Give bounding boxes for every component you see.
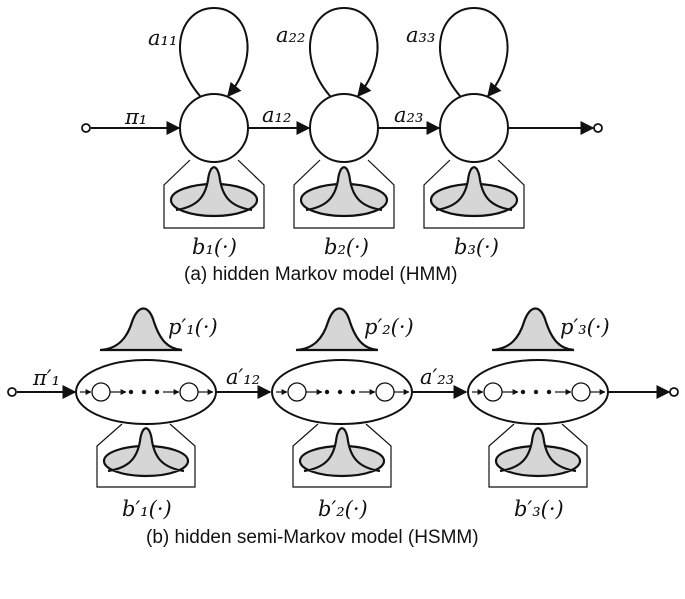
hmm-state-3	[439, 93, 509, 163]
hmm-state-1	[179, 93, 249, 163]
hmm-self-loop-label-2: a₂₂	[276, 23, 305, 47]
hmm-initial-prob-label: π₁	[124, 105, 147, 129]
hsmm-duration-dist-1	[99, 307, 183, 352]
hsmm-state-2	[271, 359, 413, 425]
hmm-entry-terminal	[81, 123, 91, 133]
hsmm-exit-terminal	[669, 387, 679, 397]
hmm-emission-3	[423, 159, 525, 229]
hsmm-emission-3	[488, 423, 588, 488]
hmm-state-2	[309, 93, 379, 163]
hsmm-initial-prob-label: π′₁	[32, 366, 60, 390]
hsmm-duration-label-1: p′₁(·)	[168, 315, 218, 339]
hmm-self-loop-2	[309, 6, 379, 98]
hmm-emission-1	[163, 159, 265, 229]
hmm-transition-label-2-3: a₂₃	[394, 103, 423, 127]
hsmm-duration-label-3: p′₃(·)	[560, 315, 610, 339]
hsmm-emission-label-2: b′₂(·)	[318, 497, 368, 521]
hsmm-duration-label-2: p′₂(·)	[364, 315, 414, 339]
hmm-emission-label-1: b₁(·)	[192, 235, 237, 259]
hsmm-emission-2	[292, 423, 392, 488]
hmm-emission-label-2: b₂(·)	[324, 235, 369, 259]
hmm-exit-terminal	[593, 123, 603, 133]
hsmm-duration-dist-2	[295, 307, 379, 352]
hmm-self-loop-label-3: a₃₃	[406, 23, 435, 47]
hsmm-emission-label-1: b′₁(·)	[122, 497, 172, 521]
hmm-self-loop-label-1: a₁₁	[148, 26, 177, 50]
hsmm-diagram: π′₁ a′₁₂ a′₂₃ p′₁(·) p′₂(·) p′₃(·) b′₁(·…	[7, 307, 679, 548]
hsmm-emission-1	[96, 423, 196, 488]
hsmm-emission-label-3: b′₃(·)	[514, 497, 564, 521]
hmm-self-loop-3	[439, 6, 509, 98]
hsmm-entry-terminal	[7, 387, 17, 397]
hsmm-transition-label-2-3: a′₂₃	[420, 365, 454, 389]
hmm-transition-label-1-2: a₁₂	[262, 103, 291, 127]
hsmm-transition-label-1-2: a′₁₂	[226, 365, 260, 389]
hsmm-state-3	[467, 359, 609, 425]
hsmm-caption: (b) hidden semi-Markov model (HSMM)	[146, 527, 479, 548]
hmm-emission-label-3: b₃(·)	[454, 235, 499, 259]
hmm-self-loop-1	[179, 6, 249, 98]
hmm-emission-2	[293, 159, 395, 229]
hsmm-state-1	[75, 359, 217, 425]
hmm-diagram: π₁ a₁₁ a₂₂ a₃₃ a₁₂ a₂₃ b₁(·) b₂(·) b₃(·)…	[81, 6, 603, 285]
hsmm-duration-dist-3	[491, 307, 575, 352]
hmm-caption: (a) hidden Markov model (HMM)	[184, 264, 457, 285]
